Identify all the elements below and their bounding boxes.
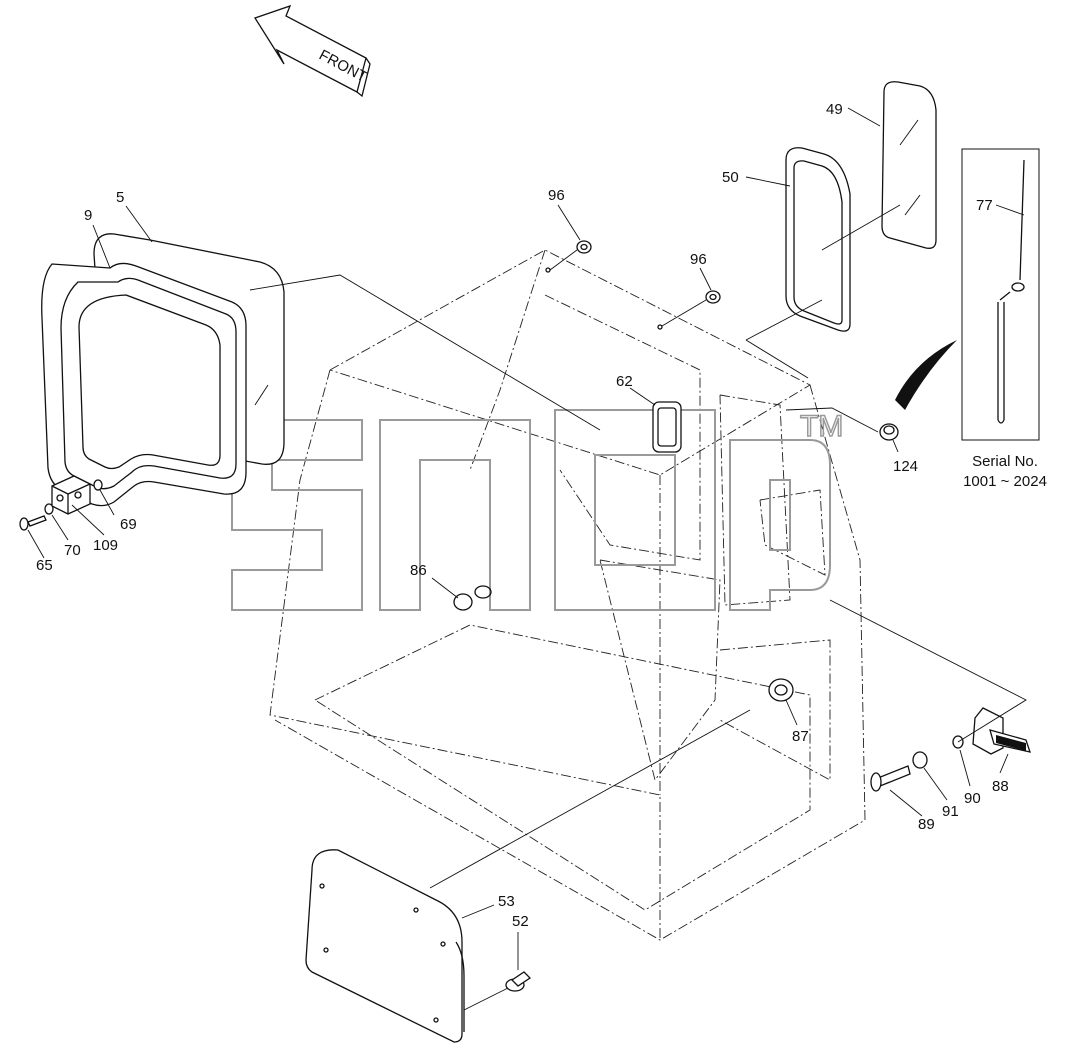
part-number-5: 5 (116, 189, 124, 206)
serial-range: 1001 ~ 2024 (963, 473, 1047, 490)
part-labels: 49 50 5 9 96 96 77 62 124 69 109 70 65 8… (36, 101, 1009, 930)
rear-glass-seal (785, 147, 851, 332)
part-number-87: 87 (792, 728, 809, 745)
part-number-53: 53 (498, 893, 515, 910)
cab-frame (269, 249, 866, 941)
leader-lines (27, 107, 1025, 970)
part-number-89: 89 (918, 816, 935, 833)
part-number-77: 77 (976, 197, 993, 214)
handle-assembly (870, 707, 1031, 792)
part-number-9: 9 (84, 207, 92, 224)
part-number-109: 109 (93, 537, 118, 554)
side-glass-seal (41, 262, 247, 507)
part-number-52: 52 (512, 913, 529, 930)
rear-glass (881, 81, 937, 249)
part-number-86: 86 (410, 562, 427, 579)
clip-52 (505, 971, 532, 992)
part-number-91: 91 (942, 803, 959, 820)
curved-arrow (895, 340, 957, 410)
part-number-65: 65 (36, 557, 53, 574)
front-arrow: FRONT (254, 4, 371, 98)
part-number-69: 69 (120, 516, 137, 533)
grommet-86 (453, 585, 492, 611)
part-number-88: 88 (992, 778, 1009, 795)
part-number-124: 124 (893, 458, 918, 475)
grommet-96b (705, 290, 721, 304)
watermark: TM (231, 409, 844, 611)
serial-note: Serial No. 1001 ~ 2024 (963, 453, 1047, 490)
grommet-87 (768, 678, 794, 702)
grommet-96a (576, 240, 592, 254)
part-number-62: 62 (616, 373, 633, 390)
cover-plate (305, 849, 465, 1043)
grommet-124 (879, 423, 899, 441)
pad-62 (652, 401, 682, 453)
watermark-tm: TM (800, 410, 843, 443)
serial-label: Serial No. (972, 453, 1038, 470)
part-number-90: 90 (964, 790, 981, 807)
part-number-70: 70 (64, 542, 81, 559)
part-number-50: 50 (722, 169, 739, 186)
bracket-assembly (19, 475, 103, 531)
antenna-box (961, 148, 1040, 441)
part-number-96a: 96 (548, 187, 565, 204)
part-number-49: 49 (826, 101, 843, 118)
part-number-96b: 96 (690, 251, 707, 268)
